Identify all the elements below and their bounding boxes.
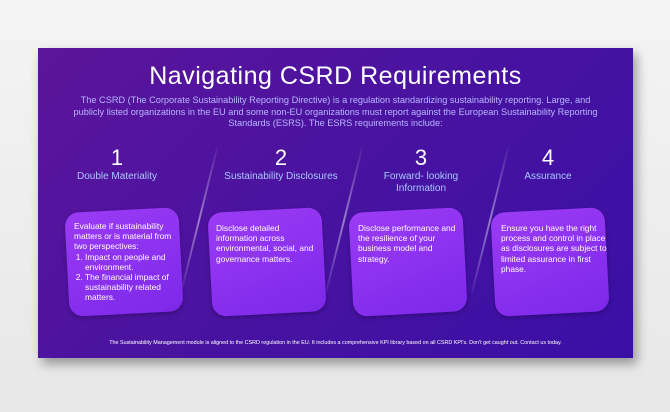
slide-title: Navigating CSRD Requirements: [149, 62, 522, 90]
requirement-heading-2: Sustainability Disclosures: [224, 171, 338, 182]
perspective-item-1: Impact on people and environment.: [85, 252, 180, 272]
requirement-card-text-1: Evaluate if sustainability matters or is…: [74, 221, 180, 303]
requirement-description-1: Evaluate if sustainability matters or is…: [74, 221, 172, 252]
requirement-heading-4: Assurance: [524, 171, 572, 182]
requirement-description-3: Disclose performance and the resilience …: [358, 223, 456, 264]
requirement-description-2: Disclose detailed information across env…: [216, 223, 314, 264]
requirement-number-1: 1: [110, 145, 124, 170]
requirement-heading-1: Double Materiality: [76, 171, 158, 182]
intro-paragraph: The CSRD (The Corporate Sustainability R…: [73, 95, 598, 128]
requirement-number-2: 2: [274, 145, 288, 170]
footer-note: The Sustainability Management module is …: [109, 340, 562, 346]
requirement-description-4: Ensure you have the right process and co…: [501, 223, 607, 274]
perspective-list: Impact on people and environment. The fi…: [74, 252, 180, 303]
requirement-number-4: 4: [541, 145, 555, 170]
slide-panel: Navigating CSRD Requirements The CSRD (T…: [38, 48, 633, 358]
perspective-item-2: The financial impact of sustainability r…: [85, 272, 180, 303]
requirement-number-3: 3: [414, 145, 428, 170]
requirement-heading-3: Forward- looking Information: [383, 171, 459, 194]
